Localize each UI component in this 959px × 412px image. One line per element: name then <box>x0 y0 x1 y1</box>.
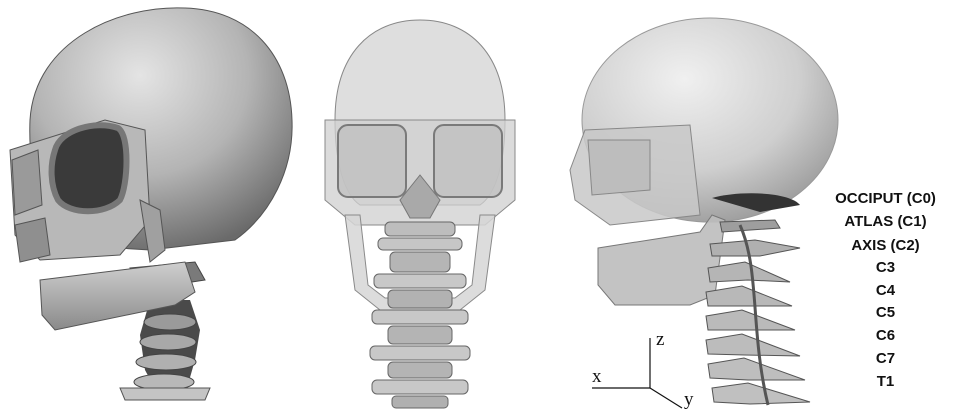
coordinate-axes <box>592 338 682 408</box>
front-view <box>325 20 515 408</box>
vertebra-label-c4: C4 <box>812 282 959 300</box>
axis-label-z: z <box>656 330 664 349</box>
vertebra-label-t1: T1 <box>812 373 959 391</box>
orbit-right-perspective <box>12 150 42 215</box>
nasal-perspective <box>15 218 50 262</box>
vertebra-label-c2: AXIS (C2) <box>812 237 959 255</box>
vertebra-label-c7: C7 <box>812 350 959 368</box>
vertebra-label-c6: C6 <box>812 327 959 345</box>
mandible-side <box>598 215 725 305</box>
orbit-left-perspective <box>52 125 127 211</box>
perspective-view <box>10 8 292 400</box>
vertebra-label-c5: C5 <box>812 304 959 322</box>
vertebra-label-c1: ATLAS (C1) <box>812 213 959 231</box>
axis-label-y: y <box>684 390 694 409</box>
cervical-spine-side <box>706 193 810 405</box>
orbit-left-front <box>338 125 406 197</box>
vertebra-label-c3: C3 <box>812 259 959 277</box>
vertebra-label-c0: OCCIPUT (C0) <box>812 190 959 208</box>
orbit-right-front <box>434 125 502 197</box>
axis-label-x: x <box>592 367 602 386</box>
side-view <box>570 18 838 408</box>
cervical-spine-front <box>370 222 470 408</box>
